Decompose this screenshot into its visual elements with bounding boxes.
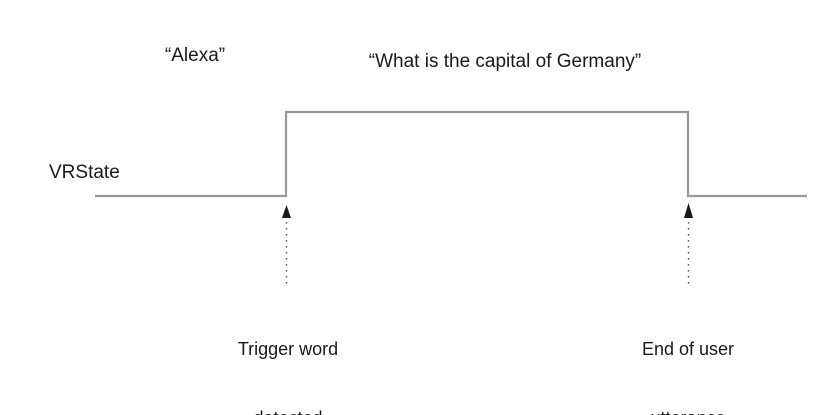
end-utterance-up-arrow-icon <box>684 203 693 218</box>
trigger-annotation-line-1: Trigger word <box>237 339 339 360</box>
trigger-annotation-line-2: detected <box>198 407 378 415</box>
user-query-caption: “What is the capital of Germany” <box>368 51 642 72</box>
trigger-phrase-caption: “Alexa” <box>164 45 226 66</box>
end-of-user-utterance-annotation: End of user utterance <box>598 292 778 415</box>
trigger-up-arrow-icon <box>282 205 291 218</box>
trigger-word-detected-annotation: Trigger word detected <box>198 292 378 415</box>
end-annotation-line-2: utterance <box>598 407 778 415</box>
end-annotation-line-1: End of user <box>641 339 735 360</box>
vrstate-waveform <box>95 110 807 198</box>
vrstate-signal-label: VRState <box>49 162 120 183</box>
